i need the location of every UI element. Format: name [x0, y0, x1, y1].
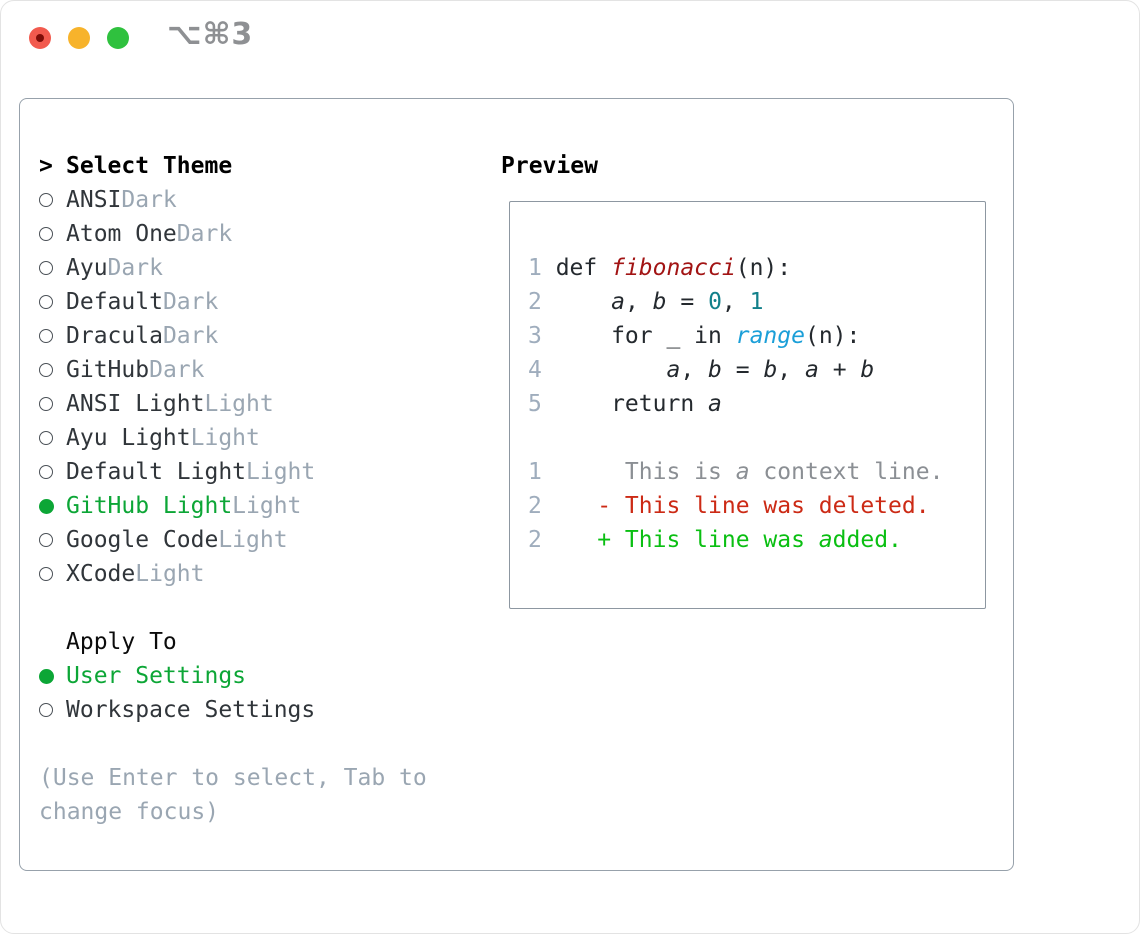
theme-item[interactable]: Atom One Dark [39, 217, 315, 251]
line-number: 2 [528, 493, 542, 519]
window-title-shortcut: ⌥⌘3 [167, 17, 254, 52]
theme-list-title: Select Theme [66, 153, 233, 179]
line-number: 5 [528, 391, 542, 417]
line-number: 1 [528, 459, 542, 485]
line-number: 4 [528, 357, 542, 383]
item-variant-tag: Dark [176, 221, 233, 247]
item-variant-tag: Dark [107, 255, 163, 281]
item-label: Ayu Light [66, 425, 191, 451]
theme-item[interactable]: Default Dark [39, 285, 315, 319]
theme-item[interactable]: Google Code Light [39, 523, 315, 557]
apply-target-item[interactable]: Workspace Settings [39, 693, 315, 727]
theme-item[interactable]: ANSI Light Light [39, 387, 315, 421]
item-variant-tag: Light [218, 527, 288, 553]
item-variant-tag: Dark [149, 357, 205, 383]
prompt-chevron-icon: > [39, 153, 53, 179]
preview-title: Preview [501, 153, 598, 179]
radio-selected-icon [39, 498, 54, 514]
radio-unselected-icon [39, 703, 53, 717]
item-label: XCode [66, 561, 136, 587]
line-number: 2 [528, 289, 542, 315]
item-label: User Settings [66, 663, 247, 689]
preview-code-line: 1 This is a context line. [528, 455, 985, 489]
theme-item[interactable]: Ayu Dark [39, 251, 315, 285]
titlebar: ⌥⌘3 [1, 1, 1139, 71]
theme-list-header-row: > Select Theme [39, 149, 315, 183]
item-variant-tag: Light [246, 459, 316, 485]
preview-code-line: 5 return a [528, 387, 985, 421]
item-label: Dracula [66, 323, 163, 349]
item-label: Workspace Settings [66, 697, 316, 723]
item-variant-tag: Dark [121, 187, 177, 213]
radio-unselected-icon [39, 567, 53, 581]
preview-code-line [528, 421, 985, 455]
radio-unselected-icon [39, 261, 53, 275]
radio-unselected-icon [39, 533, 53, 547]
line-number: 3 [528, 323, 542, 349]
theme-item[interactable]: GitHub Light Light [39, 489, 315, 523]
preview-code-line: 1 def fibonacci(n): [528, 251, 985, 285]
item-label: GitHub Light [66, 493, 233, 519]
radio-unselected-icon [39, 227, 53, 241]
zoom-button[interactable] [107, 27, 129, 49]
minimize-button[interactable] [68, 27, 90, 49]
theme-item[interactable]: ANSI Dark [39, 183, 315, 217]
apply-to-header-row: Apply To [39, 625, 315, 659]
preview-code-line: 2 + This line was added. [528, 523, 985, 557]
item-label: Default [66, 289, 163, 315]
item-label: ANSI [66, 187, 122, 213]
radio-unselected-icon [39, 363, 53, 377]
theme-item[interactable]: Default Light Light [39, 455, 315, 489]
radio-selected-icon [39, 668, 54, 684]
theme-item[interactable]: XCode Light [39, 557, 315, 591]
radio-unselected-icon [39, 329, 53, 343]
unsaved-indicator-icon [36, 34, 44, 42]
radio-unselected-icon [39, 295, 53, 309]
preview-code-line: 4 a, b = b, a + b [528, 353, 985, 387]
line-number: 1 [528, 255, 542, 281]
item-label: GitHub [66, 357, 150, 383]
theme-item[interactable]: Dracula Dark [39, 319, 315, 353]
radio-unselected-icon [39, 431, 53, 445]
radio-unselected-icon [39, 193, 53, 207]
keyboard-hint: (Use Enter to select, Tab to change focu… [39, 765, 427, 825]
item-label: Default Light [66, 459, 247, 485]
preview-code-line: 2 - This line was deleted. [528, 489, 985, 523]
item-variant-tag: Light [204, 391, 274, 417]
apply-to-title: Apply To [66, 629, 177, 655]
item-label: ANSI Light [66, 391, 205, 417]
apply-target-item[interactable]: User Settings [39, 659, 315, 693]
preview-code-line: 2 a, b = 0, 1 [528, 285, 985, 319]
item-variant-tag: Light [190, 425, 260, 451]
close-button[interactable] [29, 27, 51, 49]
preview-code-line: 3 for _ in range(n): [528, 319, 985, 353]
line-number: 2 [528, 527, 542, 553]
radio-unselected-icon [39, 465, 53, 479]
item-variant-tag: Light [135, 561, 205, 587]
item-variant-tag: Dark [162, 289, 219, 315]
item-label: Atom One [66, 221, 177, 247]
radio-unselected-icon [39, 397, 53, 411]
item-label: Ayu [66, 255, 108, 281]
item-variant-tag: Light [232, 493, 302, 519]
item-variant-tag: Dark [162, 323, 219, 349]
theme-item[interactable]: Ayu Light Light [39, 421, 315, 455]
theme-item[interactable]: GitHub Dark [39, 353, 315, 387]
item-label: Google Code [66, 527, 219, 553]
